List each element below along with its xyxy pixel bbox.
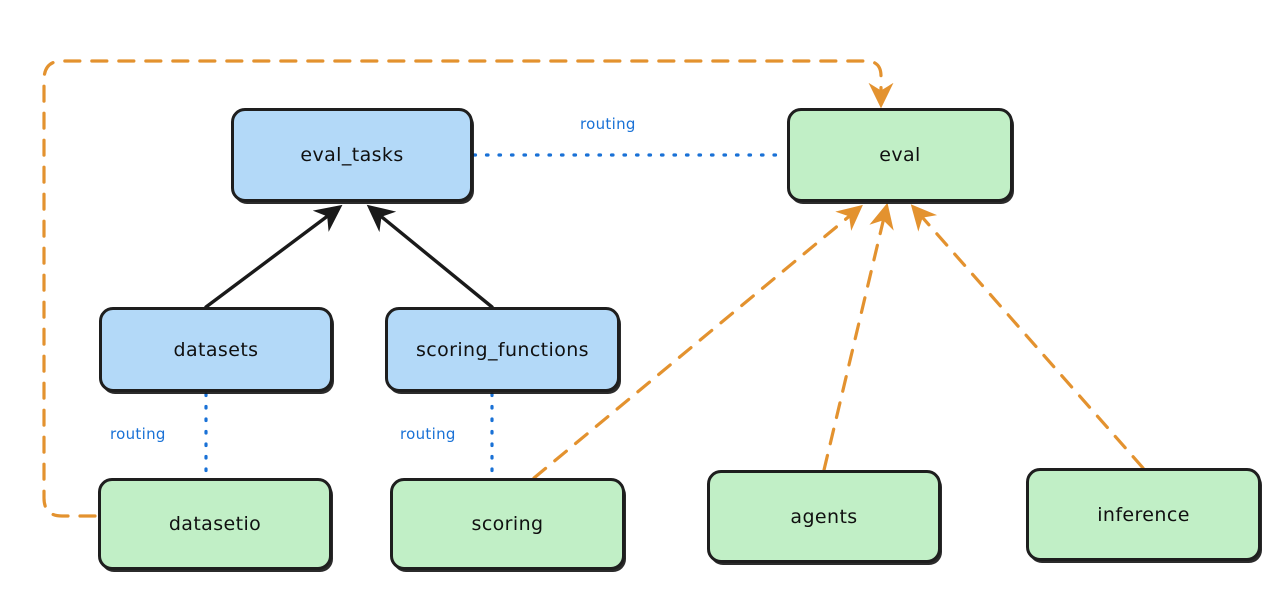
node-scoring-functions[interactable]: scoring_functions [385,307,620,392]
node-eval[interactable]: eval [787,108,1013,202]
node-datasets-label: datasets [173,338,259,361]
node-datasetio[interactable]: datasetio [98,478,332,570]
edge-label-routing-eval: routing [580,115,636,133]
node-scoring-label: scoring [471,513,544,535]
node-inference-label: inference [1097,503,1190,526]
node-datasets[interactable]: datasets [99,307,333,392]
edge-label-routing-scoring: routing [400,425,456,443]
edge-scoring-functions-to-eval-tasks [366,204,494,309]
node-inference[interactable]: inference [1026,468,1261,561]
node-agents[interactable]: agents [707,470,941,563]
node-eval-tasks[interactable]: eval_tasks [231,108,473,202]
node-scoring[interactable]: scoring [390,478,625,570]
node-eval-label: eval [879,144,921,166]
node-datasetio-label: datasetio [168,513,262,535]
edge-inference-to-eval [910,204,1145,470]
edge-agents-to-eval [822,202,894,472]
node-eval-tasks-label: eval_tasks [300,144,404,166]
node-agents-label: agents [790,505,858,528]
node-scoring-functions-label: scoring_functions [416,338,589,361]
edge-label-routing-datasetio: routing [110,425,166,443]
edge-datasets-to-eval-tasks [204,204,343,309]
